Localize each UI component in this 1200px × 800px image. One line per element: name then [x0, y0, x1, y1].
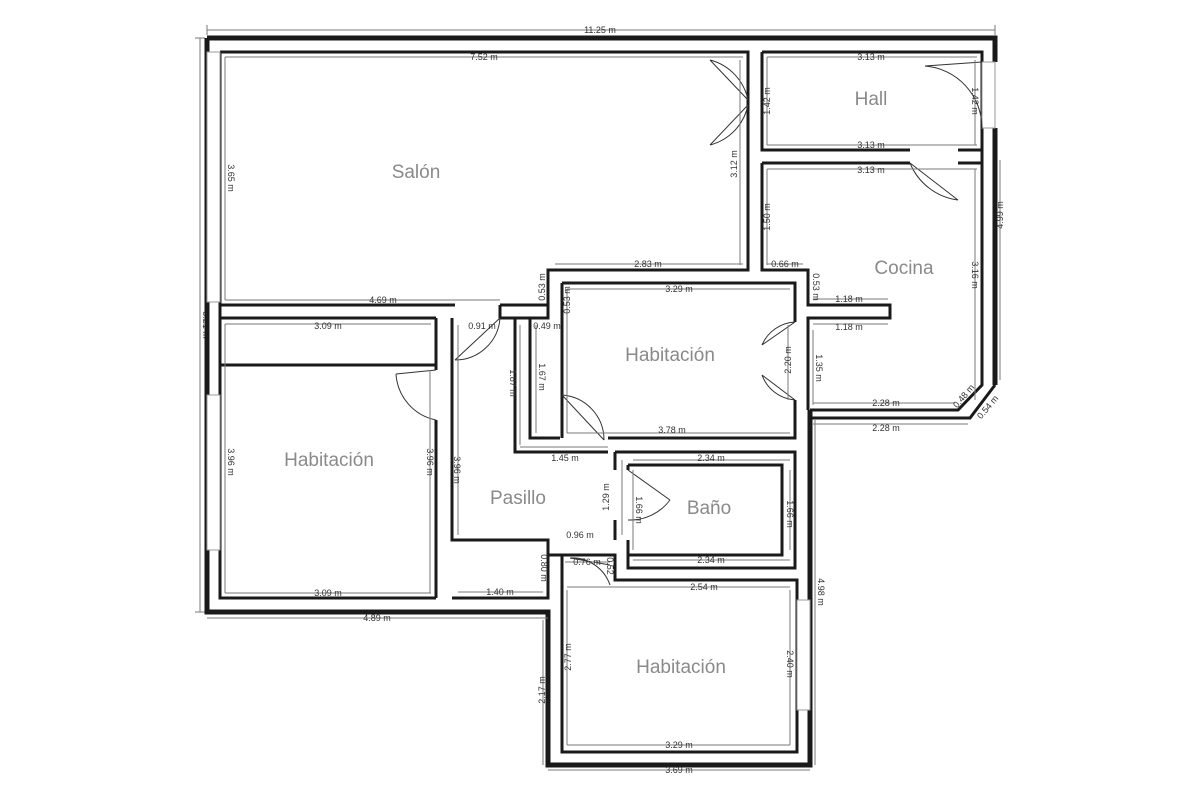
windows — [206, 51, 996, 711]
overall-dimensions — [195, 25, 996, 613]
dim-closet-w: 0.49 m — [533, 321, 561, 331]
dim-small-w: 0.76 m — [573, 557, 601, 567]
dim-bano-left: 1.66 m — [634, 496, 644, 524]
room-bano-label: Baño — [687, 498, 731, 519]
dim-hab-c-left: 0.53 m — [537, 273, 547, 301]
dim-salon-top: 7.52 m — [470, 52, 498, 62]
dim-hab-c-bottom: 3.78 m — [658, 425, 686, 435]
dim-hab-c-right: 2.20 m — [783, 346, 793, 374]
dim-closet-h: 1.67 m — [537, 363, 547, 391]
dim-cocina-counter-bottom: 1.18 m — [835, 322, 863, 332]
dim-hab-l-right: 3.96 m — [425, 448, 435, 476]
dim-cocina-outer-bottom: 2.28 m — [872, 423, 900, 433]
dim-hab-l-bottom: 3.09 m — [314, 588, 342, 598]
dim-bano-right: 1.66 m — [785, 500, 795, 528]
dim-hall-right: 1.42 m — [970, 87, 980, 115]
room-habitacion-left-label: Habitación — [284, 450, 374, 471]
dim-pasillo-low: 0.80 m — [539, 554, 549, 582]
dim-hab-b-top: 2.54 m — [690, 582, 718, 592]
dim-pasillo-bottom: 1.40 m — [486, 587, 514, 597]
dim-hab-c-notch: 0.53 m — [562, 286, 572, 314]
dim-cocina-left: 1.50 m — [762, 203, 772, 231]
dim-left-bottom: 4.89 m — [363, 613, 391, 623]
dim-pasillo-step: 0.96 m — [566, 530, 594, 540]
dim-hab-b-outer: 3.69 m — [665, 765, 693, 775]
dimension-labels: 7.52 m 3.65 m 3.12 m 4.69 m 2.83 m 3.13 … — [226, 52, 1005, 775]
dim-corridor-bottom: 1.45 m — [551, 453, 579, 463]
overall-width-label: 11.25 m — [584, 25, 616, 35]
room-hall-label: Hall — [855, 89, 888, 110]
dim-hab-b-outer-left: 2.17 m — [537, 676, 547, 704]
dim-corridor-w: 0.91 m — [468, 321, 496, 331]
room-habitacion-center-label: Habitación — [625, 345, 715, 366]
dim-cocina-top: 3.13 m — [857, 165, 885, 175]
dim-hab-b-left: 2.77 m — [563, 643, 573, 671]
dim-hab-l-top: 3.09 m — [314, 321, 342, 331]
dim-hab-c-right2: 1.35 m — [814, 354, 824, 382]
dim-bano-left2: 1.29 m — [601, 483, 611, 511]
dim-hab-b-bottom: 3.29 m — [665, 740, 693, 750]
room-cocina-label: Cocina — [874, 258, 934, 279]
dim-bano-top: 2.34 m — [697, 453, 725, 463]
dim-east-lower: 4.98 m — [816, 578, 826, 606]
room-habitacion-bottom-label: Habitación — [636, 657, 726, 678]
dim-hall-left: 1.42 m — [762, 87, 772, 115]
room-pasillo-label: Pasillo — [490, 488, 546, 509]
dim-hab-l-left: 3.96 m — [226, 448, 236, 476]
dim-bano-bottom: 2.34 m — [697, 555, 725, 565]
room-salon-label: Salón — [392, 162, 441, 183]
dim-small-h: 0.52 — [605, 557, 615, 575]
dim-hall-bottom: 3.13 m — [857, 140, 885, 150]
dim-hall-top: 3.13 m — [857, 52, 885, 62]
dim-cocina-counter-top: 1.18 m — [835, 294, 863, 304]
dimension-lines — [207, 56, 1001, 771]
dim-salon-right: 3.12 m — [729, 150, 739, 178]
dim-salon-step: 2.83 m — [634, 259, 662, 269]
dim-salon-left: 3.65 m — [226, 164, 236, 192]
dim-cocina-bottom: 2.28 m — [872, 398, 900, 408]
dim-cocina-right: 3.16 m — [970, 261, 980, 289]
dim-east-wall: 4.99 m — [995, 201, 1005, 229]
dim-hab-b-right: 2.40 m — [785, 650, 795, 678]
dim-corridor-h: 1.87 m — [508, 369, 518, 397]
dim-cocina-notch: 0.53 m — [811, 273, 821, 301]
dim-pasillo-left: 3.96 m — [452, 456, 462, 484]
dim-hab-c-top: 3.29 m — [665, 284, 693, 294]
dim-salon-bottom: 4.69 m — [369, 295, 397, 305]
dim-cocina-step: 0.66 m — [771, 259, 799, 269]
